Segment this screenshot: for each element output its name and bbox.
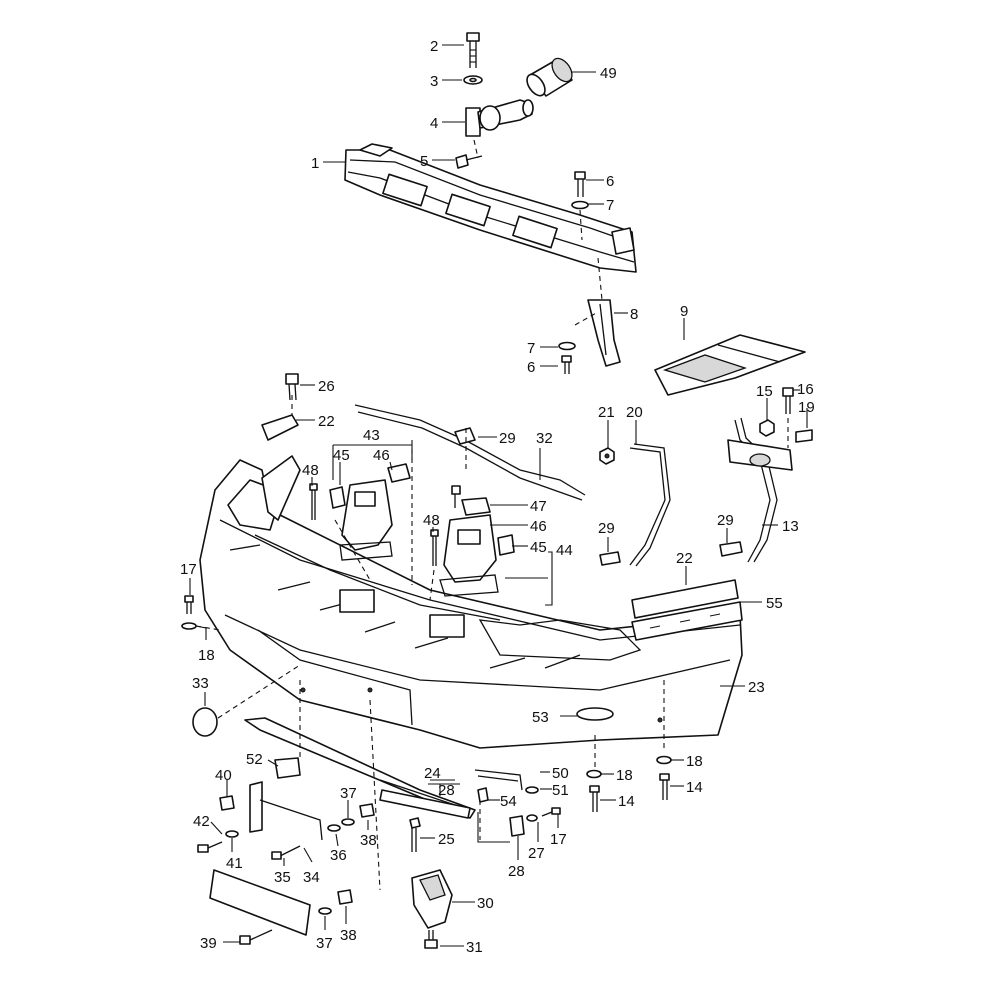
- callout-45-center: 45: [530, 539, 547, 556]
- side-bracket-13: [727, 387, 813, 563]
- callout-53: 53: [532, 709, 549, 726]
- callout-55: 55: [766, 595, 783, 612]
- leader-lines: [189, 44, 808, 947]
- callout-48-left: 48: [302, 462, 319, 479]
- callout-1: 1: [311, 155, 319, 172]
- callout-49: 49: [600, 65, 617, 82]
- callout-13: 13: [782, 518, 799, 535]
- callout-29-mid: 29: [598, 520, 615, 537]
- callout-29-right: 29: [717, 512, 734, 529]
- bumper-cover-23: [199, 455, 743, 749]
- mount-bracket-44: [429, 485, 515, 601]
- callout-28-upper: 28: [438, 782, 455, 799]
- towing-eye-cap-33: [192, 664, 301, 737]
- callout-43: 43: [363, 427, 380, 444]
- callout-3: 3: [430, 73, 438, 90]
- callout-7-upper: 7: [606, 197, 614, 214]
- callout-50: 50: [552, 765, 569, 782]
- callout-37-lower: 37: [316, 935, 333, 952]
- guide-rail-32: [354, 404, 586, 585]
- callout-24: 24: [424, 765, 441, 782]
- callout-5: 5: [420, 153, 428, 170]
- callout-41: 41: [226, 855, 243, 872]
- callout-7-lower: 7: [527, 340, 535, 357]
- callout-15: 15: [756, 383, 773, 400]
- callout-14-mid: 14: [618, 793, 635, 810]
- mount-bracket-43: [309, 463, 411, 581]
- callout-21: 21: [598, 404, 615, 421]
- callout-46-center: 46: [530, 518, 547, 535]
- callout-28-lower: 28: [508, 863, 525, 880]
- callout-38-lower: 38: [340, 927, 357, 944]
- callout-32: 32: [536, 430, 553, 447]
- callout-52: 52: [246, 751, 263, 768]
- callout-8: 8: [630, 306, 638, 323]
- side-guide-22-left: [261, 373, 299, 441]
- callout-51: 51: [552, 782, 569, 799]
- callout-23: 23: [748, 679, 765, 696]
- callout-18-right: 18: [686, 753, 703, 770]
- callout-48-center: 48: [423, 512, 440, 529]
- screw-17-left: [181, 595, 221, 631]
- callout-17-lower: 17: [550, 831, 567, 848]
- callout-20: 20: [626, 404, 643, 421]
- callout-40: 40: [215, 767, 232, 784]
- callout-45-left: 45: [333, 447, 350, 464]
- callout-47: 47: [530, 498, 547, 515]
- callout-36: 36: [330, 847, 347, 864]
- callout-9: 9: [680, 303, 688, 320]
- lower-rail: [244, 717, 476, 819]
- callout-30: 30: [477, 895, 494, 912]
- callout-14-right: 14: [686, 779, 703, 796]
- callout-6-upper: 6: [606, 173, 614, 190]
- hose-20: [599, 443, 671, 567]
- callout-16: 16: [797, 381, 814, 398]
- impact-absorber-assembly: [344, 32, 637, 301]
- callout-2: 2: [430, 38, 438, 55]
- callout-39: 39: [200, 935, 217, 952]
- callout-34: 34: [303, 869, 320, 886]
- callout-46-left: 46: [373, 447, 390, 464]
- callout-18-mid: 18: [616, 767, 633, 784]
- plate-bracket-group: [197, 680, 381, 945]
- clip-29-group: [599, 541, 743, 566]
- callout-54: 54: [500, 793, 517, 810]
- callout-22-right: 22: [676, 550, 693, 567]
- callout-42: 42: [193, 813, 210, 830]
- callout-6-lower: 6: [527, 359, 535, 376]
- callout-19: 19: [798, 399, 815, 416]
- mount-bracket-8: [558, 299, 621, 374]
- callout-25: 25: [438, 831, 455, 848]
- callout-17-left: 17: [180, 561, 197, 578]
- callout-22-left: 22: [318, 413, 335, 430]
- callout-31: 31: [466, 939, 483, 956]
- callout-4: 4: [430, 115, 438, 132]
- callout-33: 33: [192, 675, 209, 692]
- callout-18-left: 18: [198, 647, 215, 664]
- callout-labels: 2 3 4 5 1 49 6 7 8 9 7 6 26 22 43 45 46 …: [180, 38, 815, 956]
- callout-26: 26: [318, 378, 335, 395]
- callout-29-top: 29: [499, 430, 516, 447]
- callout-35: 35: [274, 869, 291, 886]
- callout-38-upper: 38: [360, 832, 377, 849]
- callout-44: 44: [556, 542, 573, 559]
- callout-37-upper: 37: [340, 785, 357, 802]
- callout-27: 27: [528, 845, 545, 862]
- side-support-22-55: [631, 579, 743, 641]
- air-guide-9: [654, 334, 806, 396]
